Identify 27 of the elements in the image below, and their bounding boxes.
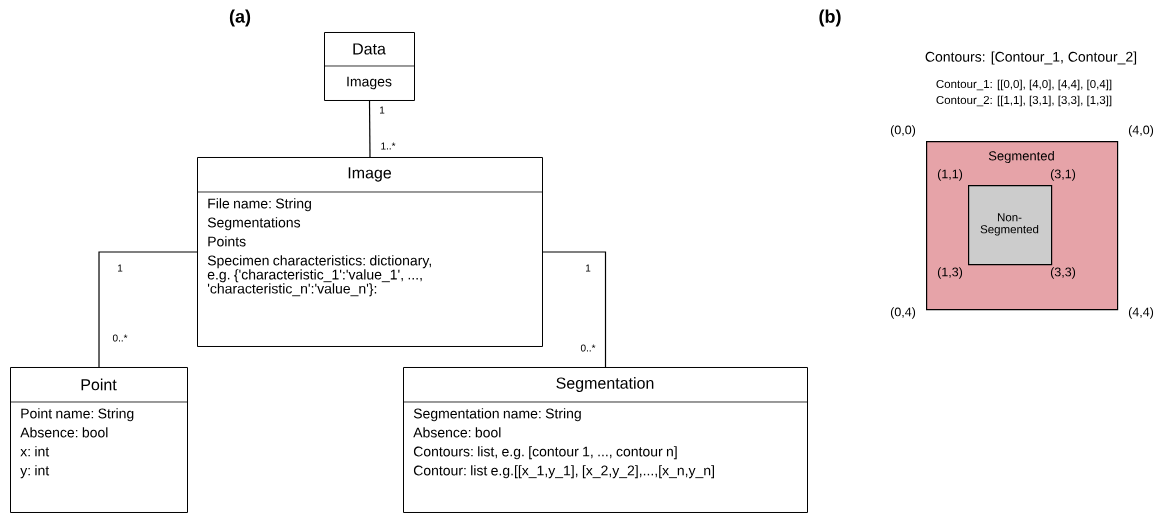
coordinate-label: (0,0) <box>890 125 916 137</box>
coordinate-label: (3,1) <box>1050 169 1076 181</box>
class-box: Data Images <box>323 32 415 101</box>
coordinate-label: (4,4) <box>1128 307 1154 319</box>
contour-text: Contour_2: [[1,1], [3,1], [3,3], [1,3]] <box>936 95 1112 107</box>
class-box: Image File name: String Segmentations Points Specimen characteristics: dictionary, e.g. {'characteristic_1':'value_1', ..., 'characteristic_n':'value_n'}: <box>196 157 543 347</box>
multiplicity-label: 0..* <box>580 344 596 352</box>
coordinate-label: (0,4) <box>890 307 916 319</box>
region-square <box>968 185 1053 266</box>
region-label: Segmented <box>988 150 1054 164</box>
connector-line <box>368 100 371 158</box>
connector-line <box>98 251 198 368</box>
region-label: Non- Segmented <box>980 213 1039 236</box>
coordinate-label: (3,3) <box>1050 267 1076 279</box>
contour-text: Contour_1: [[0,0], [4,0], [4,4], [0,4]] <box>936 79 1112 91</box>
panel-label: (b) <box>819 9 841 27</box>
contour-text: Contours: [Contour_1, Contour_2] <box>925 51 1137 65</box>
class-box: Segmentation Segmentation name: String Absence: bool Contours: list, e.g. [contour 1, ..., contour n] Contour: list e.g.[[x_1,y_1], [x_2,y_2],...,[x_n,y_n] <box>402 367 808 513</box>
connector-line <box>542 251 607 368</box>
coordinate-label: (4,0) <box>1128 125 1154 137</box>
class-box: Point Point name: String Absence: bool x: int y: int <box>9 367 188 513</box>
multiplicity-label: 0..* <box>112 334 128 342</box>
coordinate-label: (1,1) <box>937 169 963 181</box>
multiplicity-label: 1 <box>586 264 591 272</box>
multiplicity-label: 1 <box>118 264 123 272</box>
coordinate-label: (1,3) <box>937 267 963 279</box>
panel-label: (a) <box>229 9 251 27</box>
